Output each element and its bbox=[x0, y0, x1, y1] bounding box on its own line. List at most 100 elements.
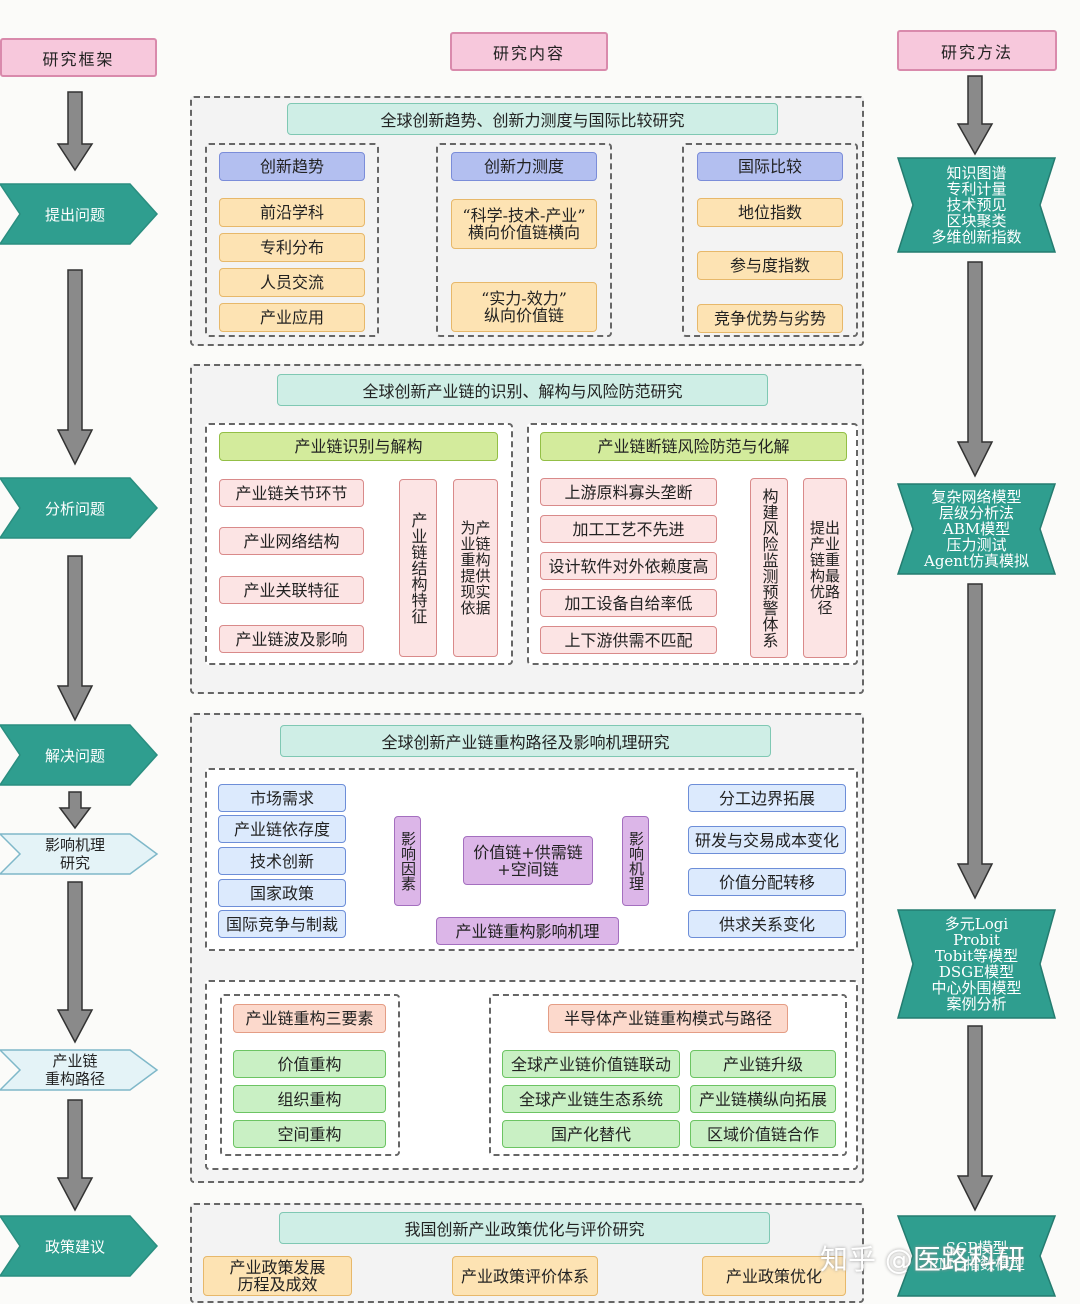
semi-item: 全球产业链生态系统 bbox=[502, 1085, 680, 1113]
s2-left-item: 产业关联特征 bbox=[219, 576, 364, 604]
semi-item: 全球产业链价值链联动 bbox=[502, 1050, 680, 1078]
s2-right-head: 产业链断链风险防范与化解 bbox=[540, 432, 847, 461]
innovation-measure-head: 创新力测度 bbox=[451, 152, 597, 181]
s3-left-factor: 影响因素 bbox=[394, 816, 421, 906]
s3-left-item: 国际竞争与制裁 bbox=[218, 910, 346, 938]
s2-right-item: 上下游供需不匹配 bbox=[540, 626, 717, 654]
s2-right-item: 加工设备自给率低 bbox=[540, 589, 717, 617]
s4-item: 产业政策发展 历程及成效 bbox=[203, 1256, 352, 1296]
method-item: Probit bbox=[953, 931, 1000, 949]
down-arrow bbox=[56, 269, 94, 466]
s1-col1-item: 前沿学科 bbox=[219, 198, 365, 227]
s3-right-item: 供求关系变化 bbox=[688, 910, 846, 938]
s4-item: 产业政策评价体系 bbox=[452, 1256, 598, 1296]
s2-left-item: 产业链波及影响 bbox=[219, 625, 364, 653]
method-item: 压力测试 bbox=[946, 536, 1007, 554]
header-content: 研究内容 bbox=[450, 32, 608, 71]
watermark: 知乎 @医路科研 bbox=[820, 1243, 1025, 1276]
method-group-1: 知识图谱专利计量技术预见区块聚类多维创新指数 bbox=[898, 158, 1055, 252]
three-element-item: 价值重构 bbox=[233, 1050, 386, 1078]
semi-head: 半导体产业链重构模式与路径 bbox=[548, 1004, 788, 1033]
step-raise-problem: 提出问题 bbox=[44, 205, 105, 224]
s4-item: 产业政策优化 bbox=[702, 1256, 846, 1296]
s2-right-item: 加工工艺不先进 bbox=[540, 515, 717, 543]
method-item: DSGE模型 bbox=[938, 963, 1015, 981]
s3-right-item: 价值分配转移 bbox=[688, 868, 846, 896]
method-shapes bbox=[896, 157, 1057, 1297]
s2-right-item: 设计软件对外依赖度高 bbox=[540, 552, 717, 580]
s2-right-frame bbox=[527, 423, 858, 665]
method-item: 中心外围模型 bbox=[931, 979, 1022, 997]
down-arrow bbox=[58, 791, 92, 830]
method-item: Agent仿真模拟 bbox=[923, 552, 1029, 570]
method-item: 技术预见 bbox=[946, 196, 1007, 214]
method-item: SCP模型 bbox=[945, 1239, 1008, 1257]
s3-right-item: 分工边界拓展 bbox=[688, 784, 846, 812]
down-arrow bbox=[956, 1025, 994, 1212]
s3-left-item: 技术创新 bbox=[218, 847, 346, 875]
s3-left-item: 市场需求 bbox=[218, 784, 346, 812]
s2-right-item: 上游原料寡头垄断 bbox=[540, 478, 717, 506]
s1-col3-item: 竞争优势与劣势 bbox=[697, 304, 843, 333]
s3-right-factor: 影响机理 bbox=[622, 816, 649, 906]
down-arrow bbox=[956, 583, 994, 900]
s2-right-mid: 构建风险监测预警体系 bbox=[750, 478, 788, 658]
method-item: 专利计量 bbox=[946, 180, 1007, 198]
s2-left-right: 为产业链重构提供现实依据 bbox=[453, 479, 498, 657]
method-item: 多维创新指数 bbox=[931, 228, 1022, 246]
method-item: 知识图谱 bbox=[946, 164, 1007, 182]
section-2-title: 全球创新产业链的识别、解构与风险防范研究 bbox=[277, 374, 768, 406]
method-item: 复杂网络模型 bbox=[931, 488, 1022, 506]
s2-left-item: 产业网络结构 bbox=[219, 527, 364, 555]
header-framework: 研究框架 bbox=[0, 38, 157, 77]
header-method: 研究方法 bbox=[897, 30, 1057, 71]
s3-center: 价值链+供需链 +空间链 bbox=[463, 836, 593, 885]
s1-col3-frame bbox=[682, 143, 858, 337]
framework-chevrons bbox=[0, 183, 159, 1277]
method-arrows bbox=[956, 75, 994, 1212]
s1-col2-frame bbox=[436, 143, 612, 337]
down-arrow bbox=[956, 75, 994, 156]
s2-left-head: 产业链识别与解构 bbox=[219, 432, 498, 461]
step-policy: 政策建议 bbox=[44, 1237, 105, 1256]
s1-col1-item: 专利分布 bbox=[219, 233, 365, 262]
s3-right-item: 研发与交易成本变化 bbox=[688, 826, 846, 854]
s1-col1-frame bbox=[205, 143, 379, 337]
method-item: 区块聚类 bbox=[946, 212, 1007, 230]
method-item: 层级分析法 bbox=[938, 504, 1014, 522]
s1-col3-item: 参与度指数 bbox=[697, 251, 843, 280]
step-mechanism: 影响机理 研究 bbox=[44, 836, 105, 872]
step-restructure-path: 产业链 重构路径 bbox=[44, 1052, 105, 1088]
method-item: 多元Logi bbox=[944, 915, 1009, 933]
method-item: PMC指数模型 bbox=[928, 1255, 1025, 1273]
down-arrow bbox=[56, 1099, 94, 1212]
framework-arrows bbox=[56, 91, 94, 1212]
step-solve-problem: 解决问题 bbox=[44, 746, 105, 765]
s1-col2-item: “科学-技术-产业” 横向价值链横向 bbox=[451, 199, 597, 249]
method-item: Tobit等模型 bbox=[934, 947, 1019, 965]
section-1-title: 全球创新趋势、创新力测度与国际比较研究 bbox=[287, 103, 778, 135]
down-arrow bbox=[56, 91, 94, 172]
section-3-title: 全球创新产业链重构路径及影响机理研究 bbox=[280, 725, 771, 757]
down-arrow bbox=[956, 261, 994, 478]
down-arrow bbox=[56, 881, 94, 1044]
s1-col1-item: 人员交流 bbox=[219, 268, 365, 297]
three-element-item: 组织重构 bbox=[233, 1085, 386, 1113]
semi-item: 国产化替代 bbox=[502, 1120, 680, 1148]
s1-col2-item: “实力-效力” 纵向价值链 bbox=[451, 282, 597, 332]
semi-item: 区域价值链合作 bbox=[690, 1120, 836, 1148]
semi-item: 产业链横纵向拓展 bbox=[690, 1085, 836, 1113]
intl-compare-head: 国际比较 bbox=[697, 152, 843, 181]
s3-left-item: 产业链依存度 bbox=[218, 815, 346, 843]
s2-left-item: 产业链关节环节 bbox=[219, 479, 364, 507]
semi-item: 产业链升级 bbox=[690, 1050, 836, 1078]
s3-left-item: 国家政策 bbox=[218, 879, 346, 907]
s2-left-mid: 产业链结构特征 bbox=[399, 479, 437, 657]
innovation-trend-head: 创新趋势 bbox=[219, 152, 365, 181]
down-arrow bbox=[56, 555, 94, 722]
three-element-item: 空间重构 bbox=[233, 1120, 386, 1148]
